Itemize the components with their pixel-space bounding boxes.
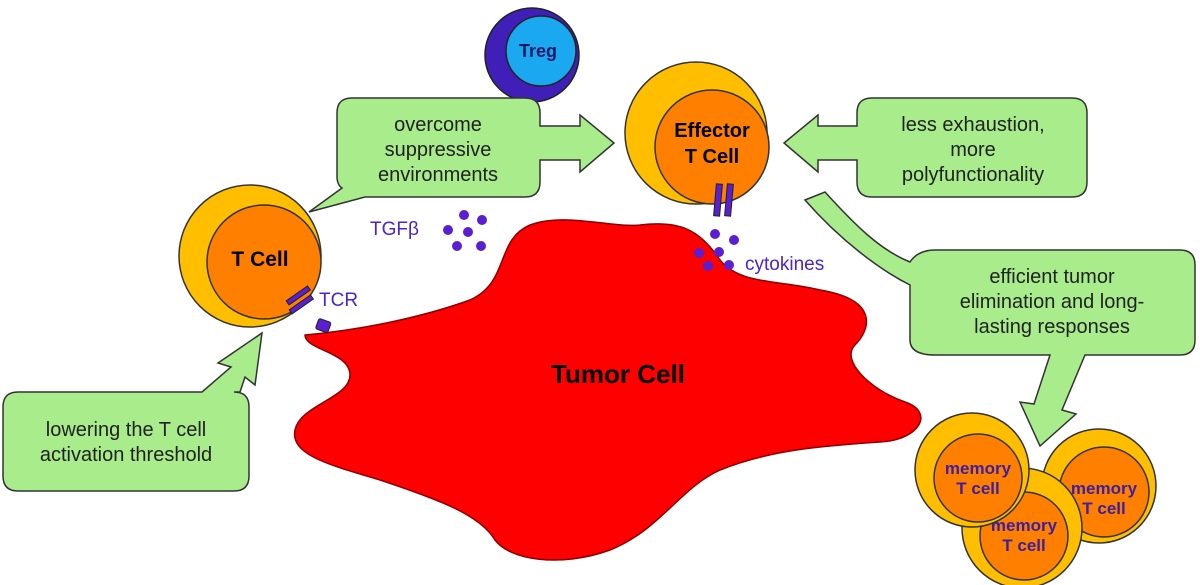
memory-left-line1: memory [945, 459, 1012, 478]
memory-right-line1: memory [1071, 479, 1138, 498]
tumor-label: Tumor Cell [551, 359, 685, 389]
tumor-cell [293, 219, 922, 561]
cytokines-label: cytokines [745, 254, 824, 275]
callout-elimination-line2: elimination and long- [960, 291, 1145, 313]
callout-suppressive-line1: overcome [394, 114, 482, 136]
callout-exhaustion-line3: polyfunctionality [902, 164, 1044, 186]
treg-cell: Treg [484, 7, 580, 103]
effector-label-line2: T Cell [685, 146, 739, 168]
callout-threshold-line2: activation threshold [40, 444, 212, 466]
memory-t-cell-left: memory T cell [914, 412, 1030, 528]
tgfb-label: TGFβ [370, 219, 419, 240]
treg-label: Treg [519, 41, 557, 61]
t-cell-label: T Cell [231, 248, 288, 271]
callout-threshold: lowering the T cell activation threshold [2, 331, 263, 492]
tcr-receptor [285, 285, 332, 333]
callout-suppressive-line3: environments [378, 164, 498, 186]
callout-suppressive-line2: suppressive [385, 139, 492, 161]
memory-bottom-line2: T cell [1002, 536, 1045, 555]
effector-t-cell: Effector T Cell [624, 61, 770, 205]
tgfb-molecules [443, 210, 487, 251]
memory-left-line2: T cell [956, 479, 999, 498]
cytokine-molecules [694, 229, 739, 271]
callout-elimination-line1: efficient tumor [989, 266, 1115, 288]
memory-bottom-line1: memory [991, 516, 1058, 535]
tcr-label: TCR [319, 290, 358, 311]
effector-receptor [713, 183, 734, 217]
t-cell: T Cell [178, 184, 322, 328]
effector-label-line1: Effector [674, 120, 750, 142]
callout-exhaustion-line1: less exhaustion, [901, 114, 1044, 136]
callout-exhaustion-line2: more [950, 139, 996, 161]
callout-elimination-line3: lasting responses [974, 316, 1130, 338]
callout-elimination: efficient tumor elimination and long- la… [803, 191, 1196, 448]
callout-exhaustion: less exhaustion, more polyfunctionality [782, 97, 1088, 198]
callout-threshold-line1: lowering the T cell [46, 419, 206, 441]
memory-right-line2: T cell [1082, 499, 1125, 518]
callout-suppressive: overcome suppressive environments [308, 97, 616, 213]
